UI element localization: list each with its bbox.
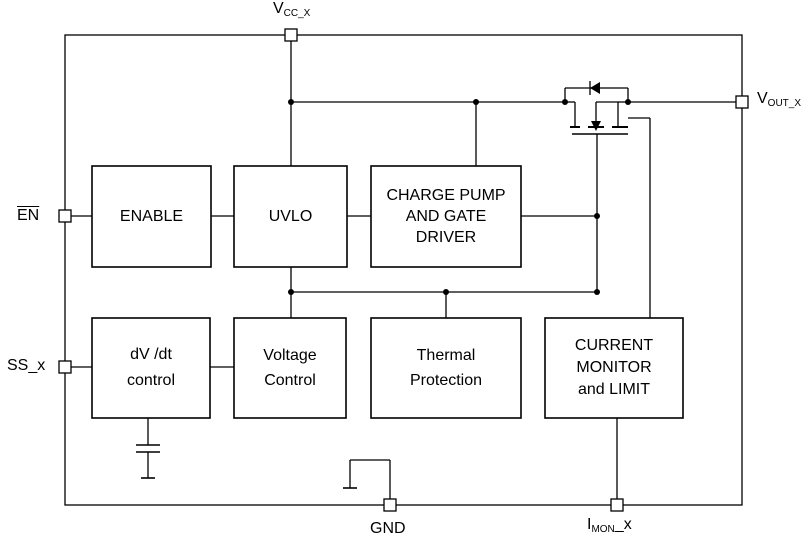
ss-label: SS_x (7, 357, 46, 374)
junction-dots (288, 99, 631, 295)
enable-label: ENABLE (119, 208, 184, 225)
voltage-control-block (233, 317, 347, 419)
en-label: EN (17, 207, 40, 224)
current-monitor-block (544, 317, 684, 419)
gnd-pin (383, 498, 397, 512)
dvdt-block (91, 317, 211, 419)
imon-label: IMON_x (587, 516, 632, 535)
body-diode-symbol (590, 82, 600, 94)
gnd-label: GND (370, 520, 406, 537)
en-pin (58, 209, 72, 223)
uvlo-label: UVLO (268, 208, 313, 225)
vout-label: VOUT_X (757, 90, 802, 109)
vcc-pin (284, 28, 298, 42)
ss-pin (58, 360, 72, 374)
imon-pin (610, 498, 624, 512)
vout-pin (735, 95, 749, 109)
mosfet-arrow (591, 121, 601, 131)
chip-outline (64, 34, 743, 506)
vcc-label: VCC_X (273, 0, 311, 19)
